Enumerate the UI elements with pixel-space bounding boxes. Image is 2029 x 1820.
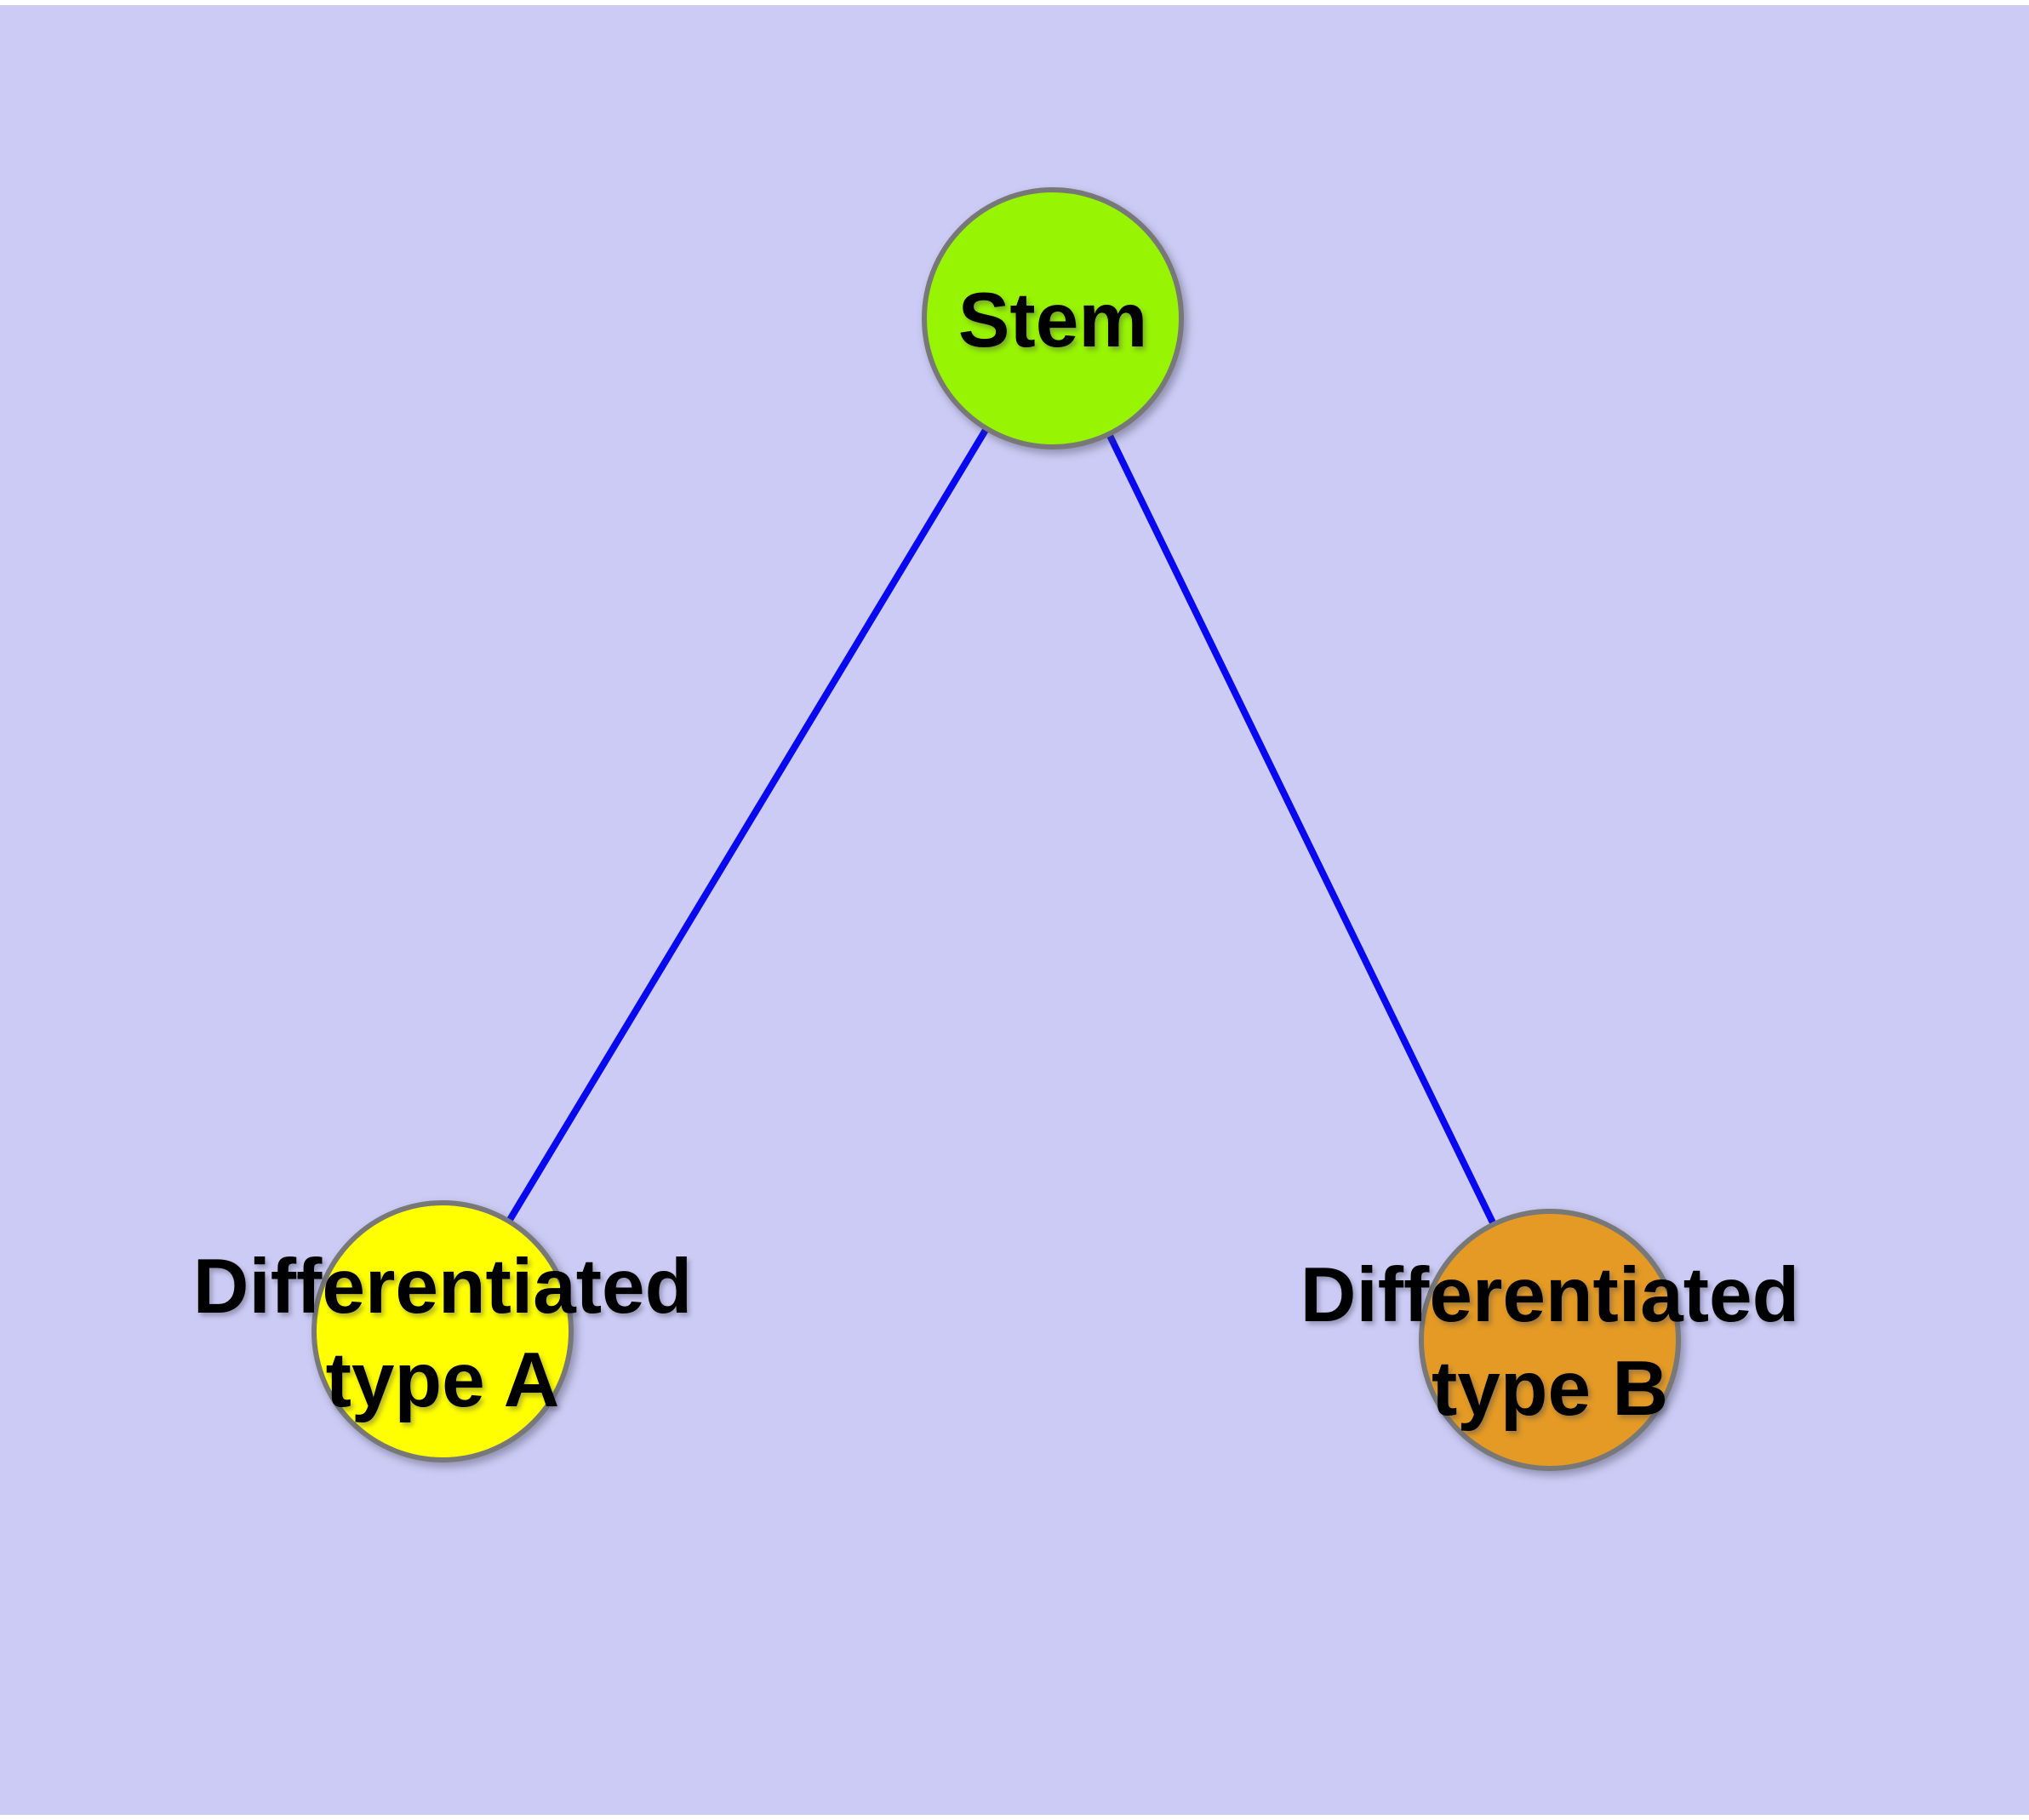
node-stem <box>922 187 1184 449</box>
node-label-line: Differentiated <box>193 1244 693 1330</box>
node-label-line: Stem <box>958 278 1148 363</box>
node-type-b <box>1419 1209 1681 1471</box>
node-label-line: type A <box>326 1337 560 1423</box>
node-label-stem: Stem <box>958 278 1148 363</box>
node-label-line: type B <box>1432 1346 1668 1432</box>
edge-stem-to-type-a <box>439 316 1056 1334</box>
node-label-line: Differentiated <box>1300 1252 1800 1338</box>
edge-stem-to-type-b <box>1049 317 1553 1342</box>
node-type-a <box>311 1200 574 1462</box>
